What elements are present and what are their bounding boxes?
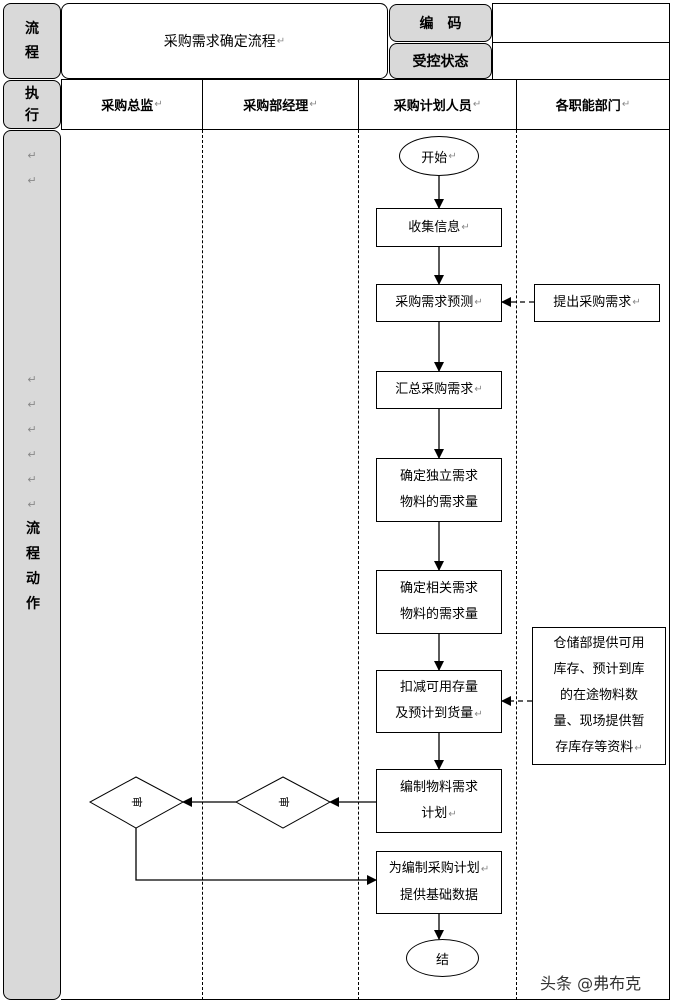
code-label: 编 码 [419,16,462,32]
execute-label: 执行 [25,85,39,124]
propose-demand-box: 提出采购需求↵ [534,284,660,322]
review-manager-diamond [234,776,332,829]
side-label: 流程动作 [26,521,40,612]
lane-divider [202,130,203,1000]
review-manager-label: 审 [277,796,290,808]
review-director-label: 审 [130,796,143,808]
column-header-departments: 各职能部门↵ [516,79,670,130]
independent-demand-box: 确定独立需求 物料的需求量 [376,458,502,522]
status-label-cell: 受控状态 [389,43,492,79]
column-header-label: 采购总监 [101,99,154,114]
column-header-label: 各职能部门 [555,99,621,114]
lane-divider [358,130,359,1000]
column-header-manager: 采购部经理↵ [202,79,359,130]
start-node: 开始↵ [399,136,479,176]
flow-label-cell: 流程 [3,3,61,79]
provide-data-box: 为编制采购计划↵ 提供基础数据 [376,851,502,914]
code-label-cell: 编 码 [389,4,492,42]
related-demand-box: 确定相关需求 物料的需求量 [376,570,502,634]
lane-divider [516,130,517,1000]
code-value-cell [492,3,670,43]
flow-label: 流程 [25,21,39,61]
status-label: 受控状态 [412,54,469,70]
side-label-cell: ↵↵ ↵↵↵↵↵↵ 流程动作 [3,130,61,1000]
column-header-label: 采购计划人员 [393,99,472,114]
execute-label-cell: 执行 [3,80,61,129]
watermark: 头条 @弗布克 [540,974,642,993]
deduct-stock-box: 扣减可用存量 及预计到货量↵ [376,670,502,733]
swimlane-body [61,129,670,1000]
material-plan-box: 编制物料需求 计划↵ [376,769,502,833]
page-title: 采购需求确定流程 [163,34,276,50]
review-director-diamond [88,776,185,829]
warehouse-info-box: 仓储部提供可用 库存、预计到库 的在途物料数 量、现场提供暂 存库存等资料↵ [532,627,666,765]
column-header-director: 采购总监↵ [61,79,203,130]
column-header-planner: 采购计划人员↵ [358,79,517,130]
demand-forecast-box: 采购需求预测↵ [376,284,502,322]
column-header-label: 采购部经理 [243,99,309,114]
collect-info-box: 收集信息↵ [376,208,502,247]
title-cell: 采购需求确定流程↵ [61,3,388,79]
summarize-demand-box: 汇总采购需求↵ [376,371,502,409]
end-node: 结 [406,939,479,977]
status-value-cell [492,42,670,80]
